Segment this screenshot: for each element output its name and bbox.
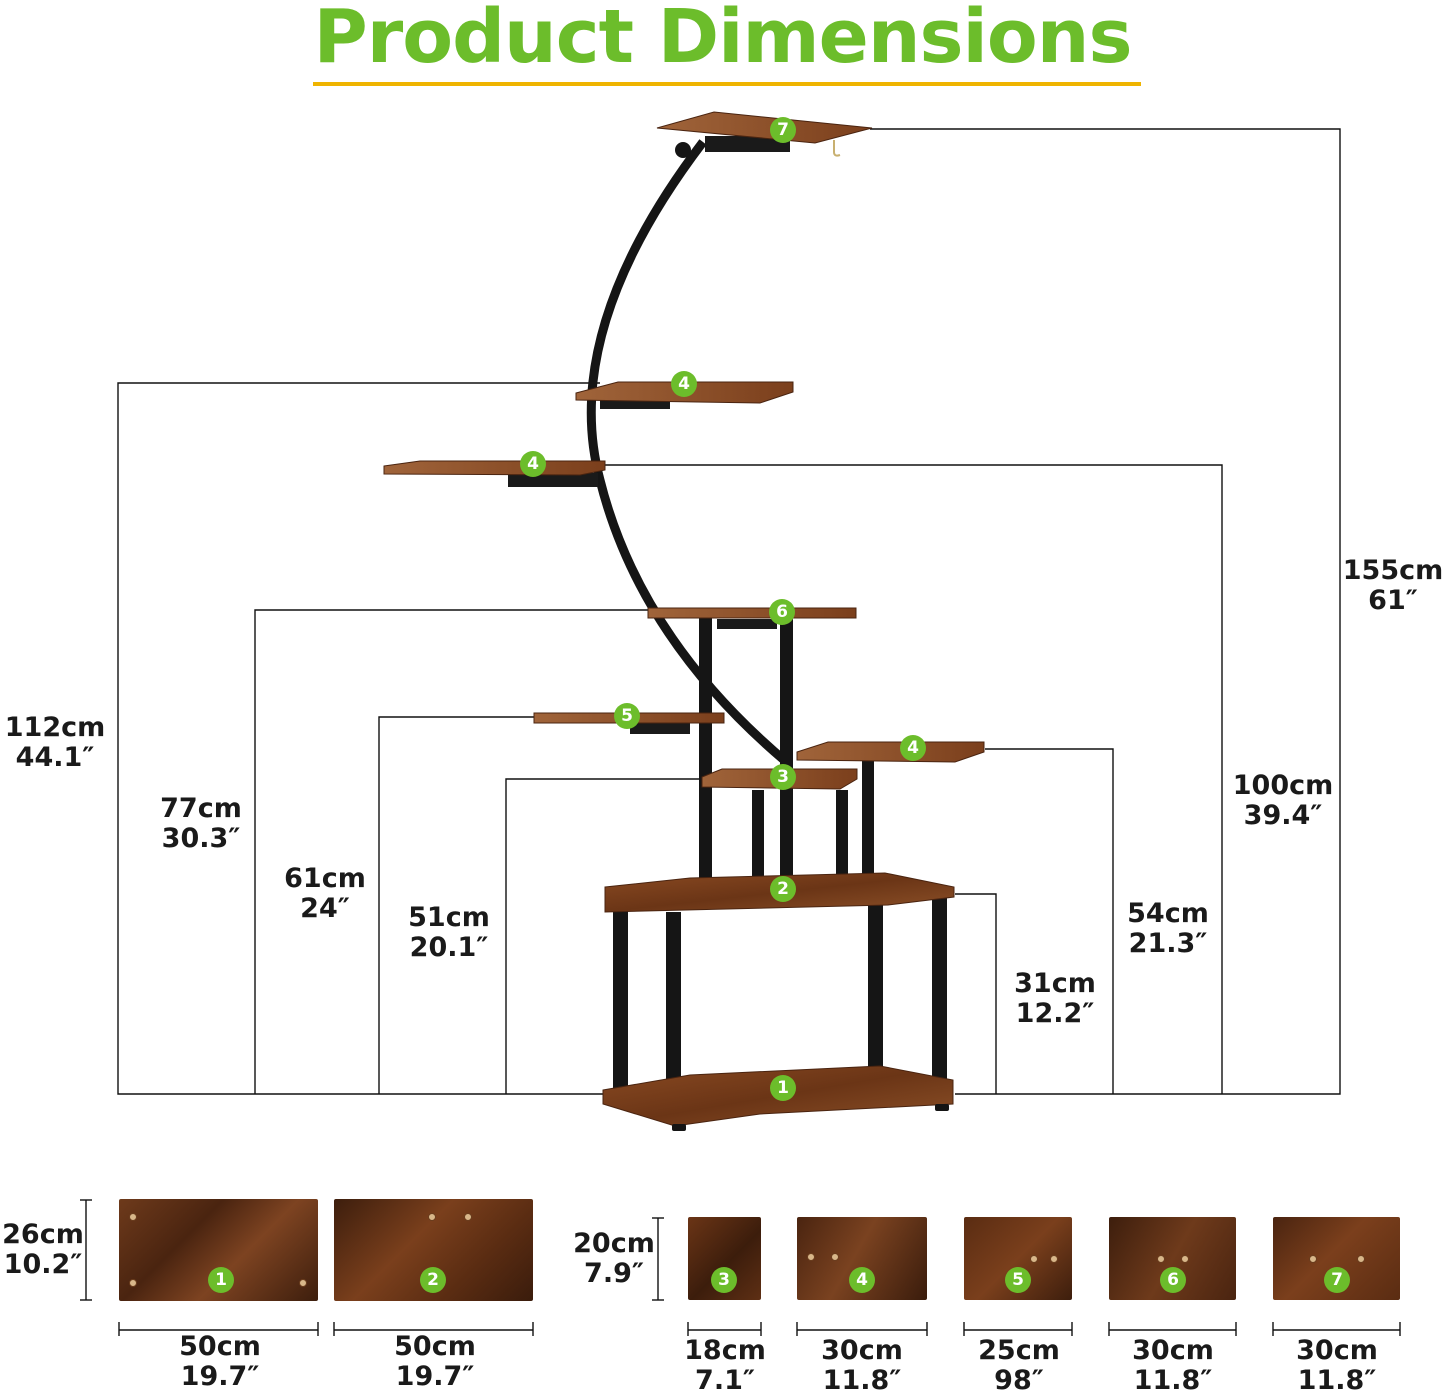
title-underline xyxy=(313,82,1141,86)
screw-hole xyxy=(464,1213,472,1221)
screw-hole xyxy=(1357,1255,1365,1263)
shelf-7 xyxy=(656,111,873,144)
dim-line-100 xyxy=(605,464,1223,1094)
screw-hole xyxy=(428,1213,436,1221)
screw-hole xyxy=(831,1253,839,1261)
hook xyxy=(833,140,841,157)
shelf-number-badge: 4 xyxy=(900,735,926,761)
dim-line-77 xyxy=(254,609,650,1094)
dim-line-54 xyxy=(985,748,1114,1094)
shelf-number-badge: 4 xyxy=(671,371,697,397)
dim-line-155 xyxy=(870,128,1341,1095)
dim-line-31 xyxy=(955,893,997,1094)
feet xyxy=(672,1104,949,1131)
shelf-number-badge: 7 xyxy=(770,117,796,143)
board-number-badge: 2 xyxy=(420,1267,446,1293)
shelf-6 xyxy=(647,607,857,619)
curved-pole xyxy=(586,139,793,769)
screw-hole xyxy=(807,1253,815,1261)
screw-hole xyxy=(1309,1255,1317,1263)
board-number-badge: 5 xyxy=(1005,1267,1031,1293)
screw-hole xyxy=(129,1213,137,1221)
screw-hole xyxy=(299,1279,307,1287)
shelf-number-badge: 2 xyxy=(770,876,796,902)
shelf-number-badge: 1 xyxy=(770,1075,796,1101)
dim-line-61 xyxy=(378,716,540,1094)
shelf-4-right xyxy=(796,741,985,763)
shelf-number-badge: 5 xyxy=(614,703,640,729)
screw-hole xyxy=(129,1279,137,1287)
shelf-number-badge: 4 xyxy=(520,451,546,477)
dim-line-112 xyxy=(117,382,605,1095)
board-number-badge: 4 xyxy=(849,1267,875,1293)
screw-hole xyxy=(1050,1255,1058,1263)
shelves xyxy=(383,111,985,1127)
board-number-badge: 7 xyxy=(1324,1267,1350,1293)
page-title: Product Dimensions xyxy=(313,0,1133,80)
board-number-badge: 3 xyxy=(711,1267,737,1293)
scale-lines xyxy=(80,1199,1401,1336)
screw-hole xyxy=(1181,1255,1189,1263)
shelf-number-badge: 3 xyxy=(770,764,796,790)
dimension-lines xyxy=(117,128,1341,1095)
shelf-4-mid xyxy=(383,460,606,476)
pole-knob xyxy=(675,142,691,158)
board-number-badge: 1 xyxy=(208,1267,234,1293)
screw-hole xyxy=(1030,1255,1038,1263)
screw-hole xyxy=(1157,1255,1165,1263)
upright-posts xyxy=(613,618,947,1097)
board-number-badge: 6 xyxy=(1160,1267,1186,1293)
shelf-number-badge: 6 xyxy=(769,599,795,625)
dim-line-51 xyxy=(505,778,700,1094)
